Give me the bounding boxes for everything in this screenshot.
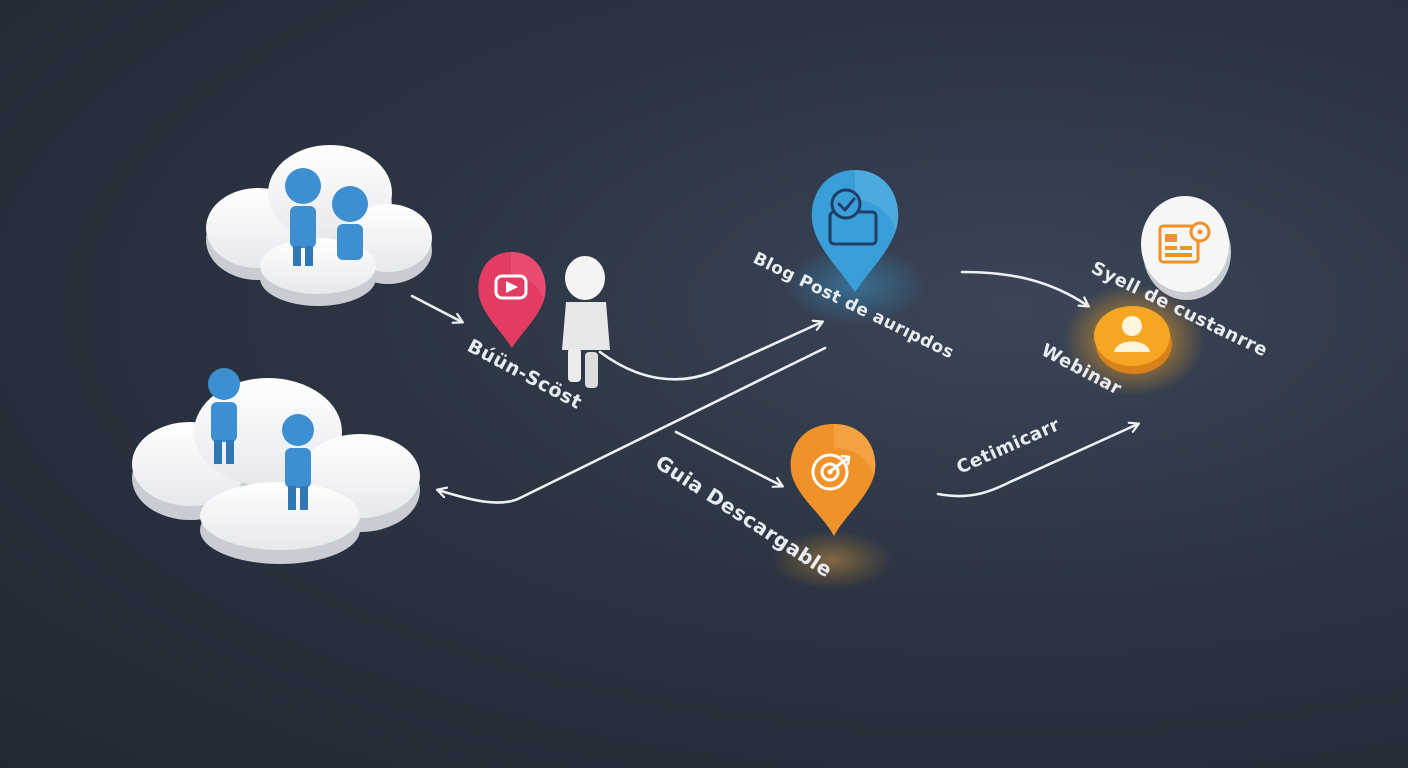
audience-cloud-bottom <box>132 378 420 564</box>
flow-arrow <box>438 346 827 504</box>
youtube-pin[interactable] <box>478 252 546 348</box>
user-glow-icon <box>1114 316 1150 352</box>
flow-arrow <box>960 270 1088 306</box>
guide-pin[interactable] <box>790 424 876 536</box>
monitor-check-icon <box>828 188 878 246</box>
blog-pin[interactable] <box>811 170 899 292</box>
guide-pin-glow <box>772 530 892 590</box>
webinar-disc[interactable] <box>1094 306 1172 374</box>
person-icon <box>285 168 321 266</box>
person-icon <box>282 414 314 510</box>
flow-arrows <box>410 270 1138 504</box>
dashboard-gauge-icon <box>1158 221 1211 264</box>
customer-disc[interactable] <box>1141 196 1231 300</box>
person-icon <box>562 256 610 388</box>
flow-arrow <box>410 294 462 322</box>
flow-arrow <box>674 430 782 486</box>
person-icon <box>332 186 368 260</box>
target-arrow-icon <box>811 453 851 491</box>
flow-arrow <box>598 322 822 381</box>
flow-arrow <box>936 424 1138 498</box>
certificate-label: Cetimicarr <box>953 414 1063 478</box>
person-icon <box>208 368 240 464</box>
play-button-icon <box>494 274 528 300</box>
audience-cloud-top <box>206 145 432 306</box>
